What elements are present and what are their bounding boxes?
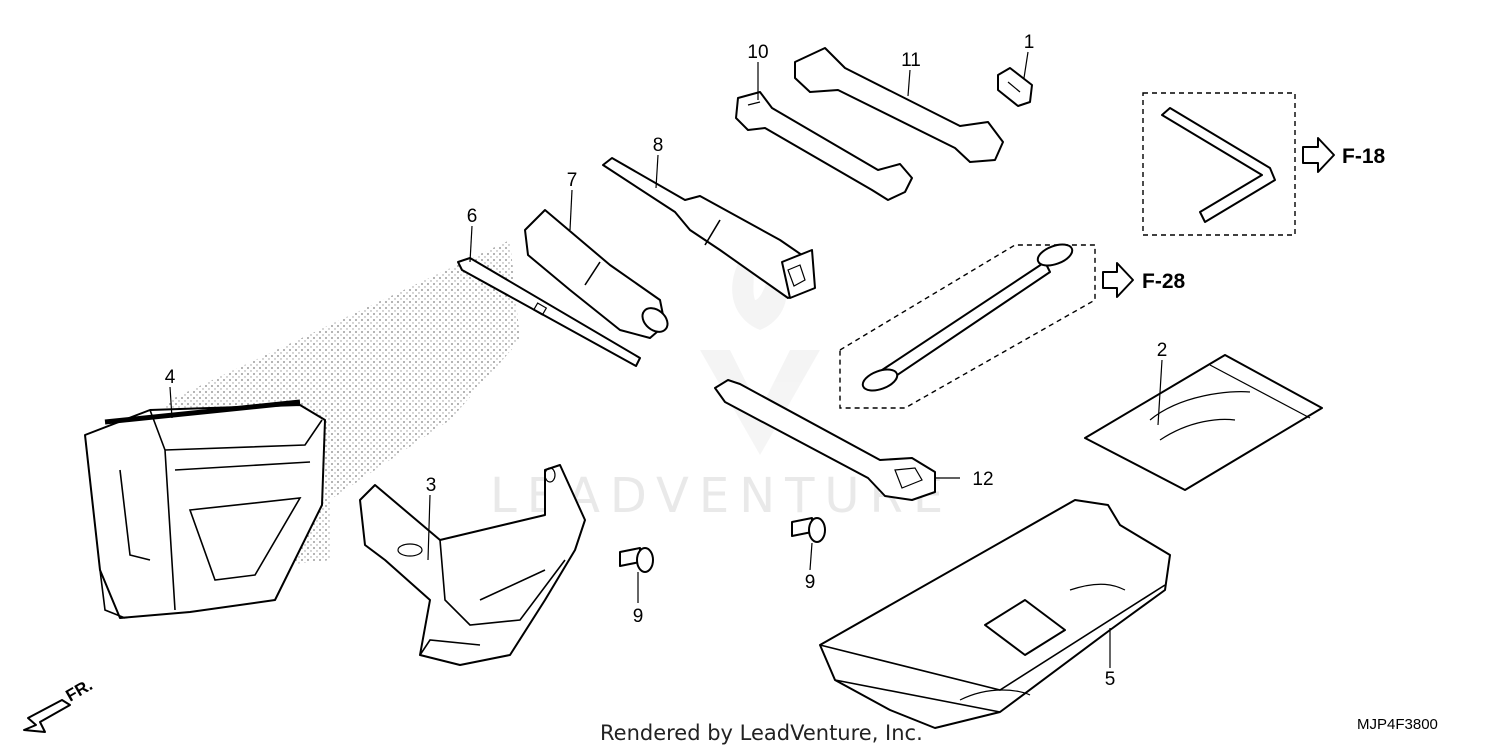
callout-2: 2: [1157, 340, 1168, 361]
rendered-by-credit: Rendered by LeadVenture, Inc.: [600, 721, 923, 745]
callout-3: 3: [426, 475, 437, 496]
reference-arrow-f18[interactable]: F-18: [1302, 137, 1386, 173]
callout-12: 12: [972, 469, 993, 490]
callout-9-left: 9: [633, 606, 644, 627]
bracket-part-3[interactable]: [359, 464, 586, 666]
open-end-wrench-part-11[interactable]: [794, 47, 1004, 163]
cable-reference: [839, 243, 1096, 409]
callout-10: 10: [747, 42, 768, 63]
callout-5: 5: [1105, 669, 1116, 690]
hex-wrench-reference: [1142, 92, 1296, 236]
callout-4: 4: [165, 367, 176, 388]
callout-9-center: 9: [805, 572, 816, 593]
front-direction-label: FR.: [63, 675, 96, 705]
tool-manual-part-2[interactable]: [1084, 354, 1323, 491]
callout-1: 1: [1024, 32, 1035, 53]
callout-6: 6: [467, 206, 478, 227]
open-end-wrench-part-10[interactable]: [735, 91, 913, 201]
screwdriver-handle-part-7[interactable]: [524, 209, 672, 339]
front-direction-arrow: FR.: [23, 675, 96, 733]
callout-7: 7: [567, 170, 578, 191]
box-wrench-part-12[interactable]: [714, 379, 936, 501]
bolt-part-9-center[interactable]: [791, 517, 826, 543]
callout-8: 8: [653, 135, 664, 156]
tool-box-cover-part-4[interactable]: [84, 399, 326, 619]
reference-label-f28: F-28: [1142, 270, 1186, 293]
callout-11: 11: [901, 50, 921, 71]
leader-lines: [169, 51, 1163, 668]
tool-bag-part-5[interactable]: [819, 499, 1171, 729]
reference-label-f18: F-18: [1342, 145, 1386, 168]
screwdriver-blade-part-6[interactable]: [457, 257, 641, 367]
bolt-part-9-left[interactable]: [619, 547, 654, 573]
reference-arrow-f28[interactable]: F-28: [1102, 262, 1186, 298]
spark-plug-wrench-part-8[interactable]: [602, 157, 816, 299]
diagram-code: MJP4F3800: [1357, 716, 1438, 733]
clip-part-1[interactable]: [997, 67, 1033, 107]
